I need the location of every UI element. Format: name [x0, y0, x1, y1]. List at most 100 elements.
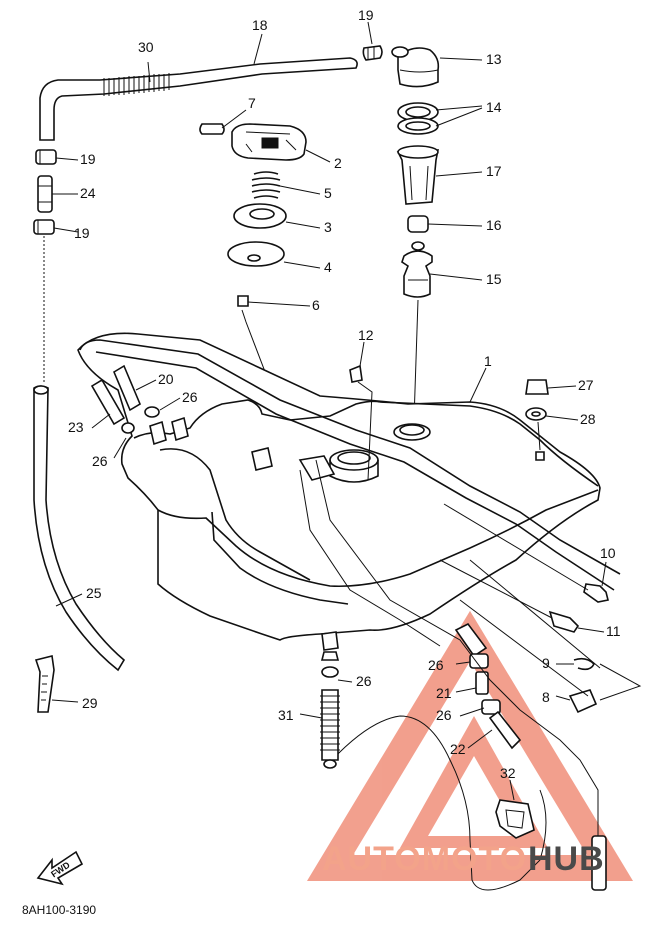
part-label-15: 15 [486, 271, 502, 287]
part-label-19-top: 19 [358, 7, 374, 23]
tube-20 [112, 364, 142, 412]
clip-26-upper [144, 406, 160, 418]
leader-line-15 [413, 299, 419, 421]
part-label-8: 8 [542, 689, 550, 705]
pin-7 [199, 123, 225, 135]
part-label-2: 2 [334, 155, 342, 171]
housing-17 [396, 145, 439, 205]
part-label-28: 28 [580, 411, 596, 427]
part-label-18: 18 [252, 17, 268, 33]
part-label-26-upper: 26 [182, 389, 198, 405]
clip-26-drain [321, 666, 339, 678]
joint-21 [475, 671, 489, 695]
part-label-13: 13 [486, 51, 502, 67]
routing-line-right [315, 459, 599, 836]
leader-line-12 [357, 381, 373, 481]
part-label-21: 21 [436, 685, 452, 701]
clip-12 [349, 364, 363, 383]
part-label-19-left-lower: 19 [74, 225, 90, 241]
part-label-29: 29 [82, 695, 98, 711]
part-label-26-drain: 26 [356, 673, 372, 689]
filler-neck [298, 449, 379, 483]
damper-28 [525, 407, 547, 421]
bolt-6 [237, 295, 249, 307]
part-label-4: 4 [324, 259, 332, 275]
part-label-5: 5 [324, 185, 332, 201]
part-label-17: 17 [486, 163, 502, 179]
part-label-9: 9 [542, 655, 550, 671]
drain-hose-25 [33, 385, 126, 672]
part-label-25: 25 [86, 585, 102, 601]
nipple-drain [320, 651, 340, 661]
part-label-30: 30 [138, 39, 154, 55]
hose-22 [488, 710, 522, 750]
watermark-text-hub: HUB [528, 840, 605, 878]
spring-5 [251, 171, 281, 199]
plate-3 [233, 203, 287, 229]
part-label-22: 22 [450, 741, 466, 757]
part-label-27: 27 [578, 377, 594, 393]
hose-clip-19-left-upper [35, 149, 57, 165]
bolt-10 [443, 503, 609, 603]
part-label-20: 20 [158, 371, 174, 387]
drain-hose-31 [320, 689, 340, 769]
tank-drain-nipple [321, 631, 339, 651]
hose-joint-24 [37, 175, 53, 213]
tube-23 [90, 378, 126, 426]
routing-line-loop [331, 715, 547, 891]
watermark-text: AUTOMOTO HUB [322, 840, 605, 878]
gasket-14 [397, 102, 439, 135]
cap-2 [231, 123, 307, 161]
clamp-16 [407, 215, 429, 233]
callout-numbers: 30 18 19 13 14 17 16 15 7 2 5 3 4 6 12 1… [68, 7, 621, 781]
corrugated-section-30 [103, 73, 170, 96]
clip-26-lower [481, 699, 501, 715]
gasket-4 [227, 241, 285, 267]
part-label-12: 12 [358, 327, 374, 343]
cover-13 [391, 46, 440, 88]
routing-line-mid [299, 469, 441, 647]
watermark-triangle-outer [306, 610, 634, 881]
damper-8 [568, 689, 598, 714]
clamp-32 [495, 799, 535, 839]
leader-line-28 [537, 421, 541, 451]
part-label-3: 3 [324, 219, 332, 235]
part-label-6: 6 [312, 297, 320, 313]
tank-fitting-left [149, 420, 167, 446]
part-label-26-fuel: 26 [428, 657, 444, 673]
pump-opening [393, 423, 431, 441]
clip-26-left [121, 422, 135, 434]
nut-27 [525, 379, 549, 395]
part-label-26-left: 26 [92, 453, 108, 469]
filter-15 [401, 241, 433, 298]
hose-end-right [591, 835, 607, 891]
part-label-23: 23 [68, 419, 84, 435]
part-label-24: 24 [80, 185, 96, 201]
fuel-hose-lower [454, 622, 522, 750]
hose-clip-19-top [362, 45, 383, 61]
tank-mount-hole [535, 451, 545, 461]
leader-bracket-8-9 [599, 663, 642, 701]
breather-hose-18 [39, 57, 358, 141]
part-label-19-left-upper: 19 [80, 151, 96, 167]
clip-26-fuel [469, 653, 489, 669]
callout-leaders [51, 21, 607, 801]
hose-clip-19-left-lower [33, 219, 55, 235]
part-label-7: 7 [248, 95, 256, 111]
tank-fitting-center [251, 447, 273, 471]
clip-9 [573, 657, 595, 671]
part-label-10: 10 [600, 545, 616, 561]
leader-line-8-9 [459, 559, 601, 697]
band-29 [34, 655, 55, 713]
fuel-tank-1 [77, 332, 621, 651]
part-label-31: 31 [278, 707, 294, 723]
bolt-11 [439, 559, 580, 633]
part-label-1: 1 [484, 353, 492, 369]
drawing-code: 8AH100-3190 [22, 903, 96, 917]
forward-arrow-icon [36, 850, 84, 886]
tank-fitting-right [171, 416, 189, 442]
part-label-26-lower: 26 [436, 707, 452, 723]
part-label-11: 11 [606, 623, 621, 639]
